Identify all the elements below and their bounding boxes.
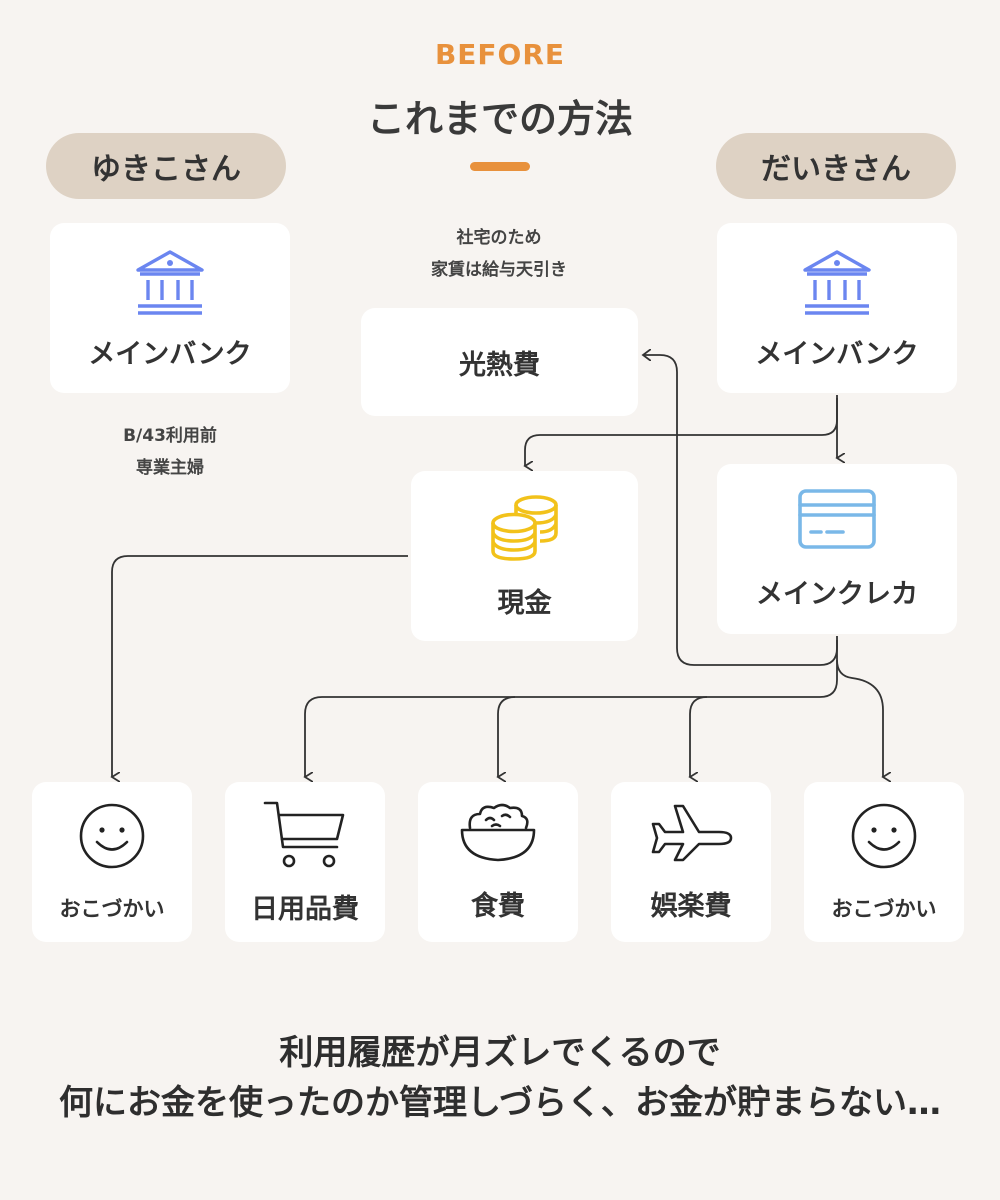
card-okozukai-yukiko: おこづかい (32, 782, 192, 942)
card-label: メインバンク (755, 338, 919, 370)
bank-icon (136, 249, 204, 315)
card-label: 食費 (471, 890, 525, 922)
card-label: メインバンク (88, 338, 252, 370)
smile-icon (79, 803, 145, 869)
note-line: B/43利用前 (123, 426, 217, 446)
card-cash: 現金 (411, 471, 638, 641)
footer-line-1: 利用履歴が月ズレでくるので (279, 1033, 721, 1073)
credit-card-icon (798, 488, 876, 549)
utilities-note: 社宅のため 家賃は給与天引き (360, 222, 638, 286)
rice-bowl-icon (460, 803, 536, 861)
card-label: 光熱費 (459, 349, 540, 381)
arrow-card-to-utilities (643, 355, 838, 666)
card-yukiko-main-bank: メインバンク (50, 223, 290, 393)
coins-icon (490, 494, 558, 561)
note-line: 専業主婦 (136, 458, 204, 478)
arrow-card-to-food (498, 696, 516, 777)
person-daiki: だいきさん (716, 133, 956, 199)
person-yukiko: ゆきこさん (46, 133, 286, 199)
card-daily-goods: 日用品費 (225, 782, 385, 942)
card-label: 日用品費 (251, 893, 359, 925)
card-label: おこづかい (831, 897, 937, 921)
airplane-icon (651, 804, 733, 861)
card-label: 現金 (497, 587, 552, 619)
arrow-bank-to-cash (525, 398, 838, 466)
title-underline (470, 162, 530, 171)
arrow-card-to-okozukai (836, 659, 883, 777)
card-daiki-main-bank: メインバンク (717, 223, 957, 393)
card-utilities: 光熱費 (361, 308, 638, 416)
note-line: 社宅のため (456, 228, 542, 248)
arrow-cash-to-okozukai (112, 555, 408, 777)
shopping-cart-icon (263, 801, 345, 867)
card-label: 娯楽費 (650, 890, 732, 922)
arrow-card-to-daily-goods (305, 640, 838, 777)
arrow-card-to-entertainment (690, 696, 708, 777)
before-kicker: BEFORE (434, 38, 566, 71)
smile-icon (851, 803, 917, 869)
page-title: これまでの方法 (366, 97, 633, 141)
card-entertainment: 娯楽費 (611, 782, 771, 942)
yukiko-note: B/43利用前 専業主婦 (50, 420, 290, 484)
footer-line-2: 何にお金を使ったのか管理しづらく、お金が貯まらない… (59, 1083, 941, 1123)
card-food: 食費 (418, 782, 578, 942)
note-line: 家賃は給与天引き (431, 260, 567, 280)
card-label: メインクレカ (756, 578, 918, 610)
card-okozukai-daiki: おこづかい (804, 782, 964, 942)
card-main-credit-card: メインクレカ (717, 464, 957, 634)
bank-icon (803, 249, 871, 315)
card-label: おこづかい (59, 897, 165, 921)
